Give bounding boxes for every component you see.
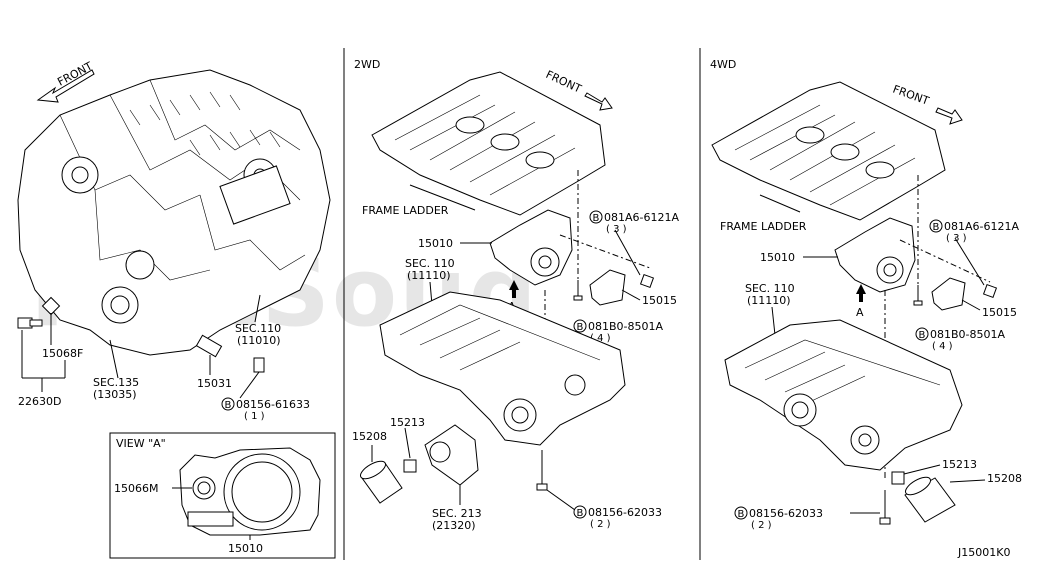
label-bolt-left: 08156-61633: [236, 398, 310, 411]
bolt-prefix-left: B: [225, 400, 232, 411]
label-bolt-left-qty: ( 1 ): [244, 411, 265, 422]
label-15015-2wd: 15015: [642, 294, 677, 307]
part-15213-2wd[interactable]: 15213: [390, 416, 425, 473]
label-15010-view-a: 15010: [228, 542, 263, 555]
oil-pan-4wd[interactable]: [724, 319, 963, 471]
label-bolt2-4wd: 081B0-8501A: [930, 328, 1006, 341]
label-15208-4wd: 15208: [987, 472, 1022, 485]
part-15068f[interactable]: 15068F: [17, 296, 83, 360]
label-a-4wd: A: [856, 306, 864, 319]
part-15015-2wd[interactable]: 15015: [589, 269, 677, 307]
part-15015-4wd[interactable]: 15015: [931, 277, 1017, 319]
bolt3-prefix-4wd: B: [738, 509, 745, 520]
label-sec110-2wd: SEC. 110: [405, 257, 455, 270]
label-sec135-code: (13035): [93, 388, 137, 401]
front-arrow-left: FRONT: [36, 59, 95, 103]
part-15208-2wd[interactable]: 15208: [352, 430, 403, 504]
oil-pan-2wd[interactable]: [379, 291, 626, 446]
label-15066m: 15066M: [114, 482, 158, 495]
part-15213-4wd[interactable]: 15213: [891, 458, 977, 485]
panel-2wd: 2WD FRONT FRAME LADDER 15010 A: [352, 58, 679, 532]
engine-block[interactable]: [17, 69, 331, 356]
bolt-08156-62033-4wd[interactable]: B 08156-62033 ( 2 ): [734, 490, 891, 531]
label-bolt2-2wd-qty: ( 4 ): [590, 333, 611, 344]
label-sec213-code: (21320): [432, 519, 476, 532]
front-label-2wd: FRONT: [544, 68, 584, 96]
label-frame-ladder-2wd: FRAME LADDER: [362, 204, 449, 217]
label-bolt1-4wd-qty: ( 3 ): [946, 233, 967, 244]
bolt-081b0-8501a-2wd[interactable]: B 081B0-8501A ( 4 ): [573, 280, 664, 344]
part-15031[interactable]: 15031: [195, 334, 232, 390]
label-15208-2wd: 15208: [352, 430, 387, 443]
label-bolt3-4wd-qty: ( 2 ): [751, 520, 772, 531]
label-bolt3-2wd: 08156-62033: [588, 506, 662, 519]
diagram-code: J15001K0: [957, 546, 1010, 559]
view-a-box: VIEW "A" 15066M 15010: [109, 432, 336, 559]
variant-4wd: 4WD: [710, 58, 736, 71]
bolt3-prefix-2wd: B: [577, 508, 584, 519]
label-bolt1-2wd: 081A6-6121A: [604, 211, 679, 224]
frame-ladder-2wd[interactable]: [371, 71, 606, 216]
bolt-081b0-8501a-4wd[interactable]: B 081B0-8501A ( 4 ): [913, 285, 1006, 352]
panel-4wd: 4WD FRONT FRAME LADDER 15010 A SEC. 110 …: [710, 58, 1022, 531]
label-15213-4wd: 15213: [942, 458, 977, 471]
label-15010-4wd: 15010: [760, 251, 795, 264]
part-15010-4wd[interactable]: [834, 217, 916, 293]
label-15015-4wd: 15015: [982, 306, 1017, 319]
bolt-081a6-6121a-2wd[interactable]: B 081A6-6121A ( 3 ): [589, 210, 679, 289]
frame-ladder-4wd[interactable]: [711, 81, 946, 221]
label-sec135: SEC.135: [93, 376, 139, 389]
label-bolt1-4wd: 081A6-6121A: [944, 220, 1019, 233]
view-a-title: VIEW "A": [116, 437, 166, 450]
label-sec110-4wd-code: (11110): [747, 294, 791, 307]
bolt-08156-62033-2wd[interactable]: B 08156-62033 ( 2 ): [536, 450, 662, 530]
bolt-08156-61633[interactable]: B 08156-61633 ( 1 ): [221, 357, 310, 422]
view-arrow-a-4wd: A: [856, 284, 866, 319]
label-sec110-4wd: SEC. 110: [745, 282, 795, 295]
label-bolt2-2wd: 081B0-8501A: [588, 320, 664, 333]
part-15066m[interactable]: 15066M: [114, 476, 216, 500]
bolt-081a6-6121a-4wd[interactable]: B 081A6-6121A ( 3 ): [929, 219, 1019, 299]
label-15068f: 15068F: [42, 347, 83, 360]
label-15213-2wd: 15213: [390, 416, 425, 429]
label-22630d: 22630D: [18, 395, 61, 408]
label-sec110-left: SEC.110: [235, 322, 281, 335]
label-15031: 15031: [197, 377, 232, 390]
panel-left: FRONT 15068F: [17, 59, 331, 422]
label-bolt3-2wd-qty: ( 2 ): [590, 519, 611, 530]
label-15010-2wd: 15010: [418, 237, 453, 250]
bolt1-prefix-2wd: B: [593, 213, 600, 224]
bolt1-prefix-4wd: B: [933, 222, 940, 233]
label-frame-ladder-4wd: FRAME LADDER: [720, 220, 807, 233]
bolt2-prefix-2wd: B: [577, 322, 584, 333]
part-22630d[interactable]: 22630D: [18, 330, 66, 408]
part-15010-2wd[interactable]: [489, 209, 573, 286]
label-bolt2-4wd-qty: ( 4 ): [932, 341, 953, 352]
variant-2wd: 2WD: [354, 58, 380, 71]
label-bolt3-4wd: 08156-62033: [749, 507, 823, 520]
label-sec110-2wd-code: (11110): [407, 269, 451, 282]
label-sec213: SEC. 213: [432, 507, 482, 520]
part-15208-4wd[interactable]: 15208: [903, 472, 1022, 523]
front-label-4wd: FRONT: [891, 83, 931, 108]
label-sec110-left-code: (11010): [237, 334, 281, 347]
label-bolt1-2wd-qty: ( 3 ): [606, 224, 627, 235]
filter-bracket-2wd[interactable]: [424, 424, 479, 486]
part-15010-view-a[interactable]: [179, 447, 321, 536]
bolt2-prefix-4wd: B: [919, 330, 926, 341]
